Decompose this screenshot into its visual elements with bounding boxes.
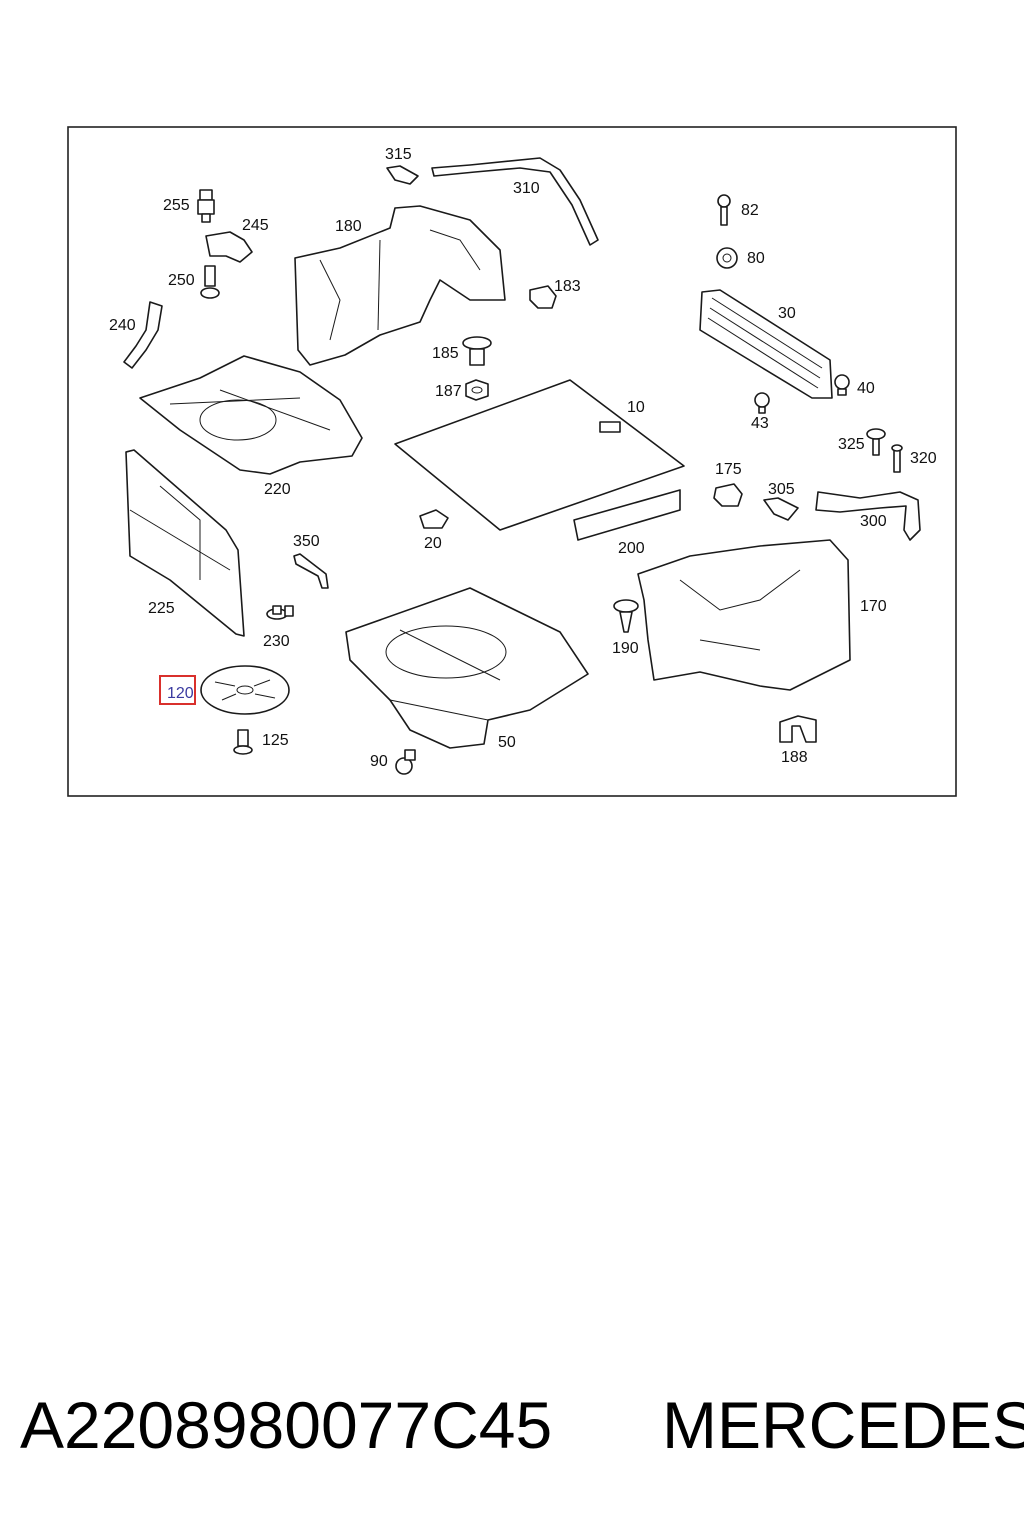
callout-187: 187 — [435, 383, 462, 400]
callout-10: 10 — [627, 399, 645, 416]
callout-200: 200 — [618, 540, 645, 557]
part-315-shape — [386, 165, 419, 185]
callout-240: 240 — [109, 317, 136, 334]
footer-caption: A2208980077C45 MERCEDES — [0, 1380, 1024, 1470]
part-80-shape — [716, 247, 738, 269]
callout-183: 183 — [554, 278, 581, 295]
callout-185: 185 — [432, 345, 459, 362]
callout-40: 40 — [857, 380, 875, 397]
part-230-shape — [266, 605, 294, 620]
part-310-shape — [431, 157, 599, 246]
callout-350: 350 — [293, 533, 320, 550]
callout-20: 20 — [424, 535, 442, 552]
callout-175: 175 — [715, 461, 742, 478]
callout-120: 120 — [167, 685, 194, 702]
part-350-shape — [293, 553, 329, 589]
part-225-shape — [125, 449, 245, 637]
part-120-shape — [200, 665, 290, 715]
callout-50: 50 — [498, 734, 516, 751]
part-43-shape — [754, 392, 770, 414]
callout-250: 250 — [168, 272, 195, 289]
part-240-shape — [123, 301, 163, 369]
part-187-shape — [465, 379, 489, 401]
part-30-shape — [699, 289, 833, 399]
part-250-shape — [200, 265, 220, 299]
callout-80: 80 — [747, 250, 765, 267]
part-125-shape — [233, 729, 253, 755]
part-40-shape — [834, 374, 850, 396]
diagram-frame — [67, 126, 957, 797]
callout-188: 188 — [781, 749, 808, 766]
callout-120-highlight — [159, 675, 196, 705]
callout-190: 190 — [612, 640, 639, 657]
part-220-shape — [139, 355, 363, 475]
part-10-shape — [394, 379, 685, 531]
part-300-shape — [815, 491, 921, 541]
part-170-shape — [637, 539, 851, 691]
callout-220: 220 — [264, 481, 291, 498]
callout-300: 300 — [860, 513, 887, 530]
callout-43: 43 — [751, 415, 769, 432]
callout-315: 315 — [385, 146, 412, 163]
part-245-shape — [205, 231, 253, 263]
callout-90: 90 — [370, 753, 388, 770]
callout-305: 305 — [768, 481, 795, 498]
callout-180: 180 — [335, 218, 362, 235]
part-20-shape — [419, 509, 449, 529]
callout-325: 325 — [838, 436, 865, 453]
brand-name: MERCEDES — [662, 1388, 1024, 1462]
callout-170: 170 — [860, 598, 887, 615]
part-number: A2208980077C45 — [20, 1388, 553, 1462]
part-188-shape — [779, 715, 817, 743]
part-185-shape — [462, 336, 492, 366]
callout-125: 125 — [262, 732, 289, 749]
part-175-shape — [713, 483, 743, 507]
part-50-shape — [345, 587, 589, 749]
callout-255: 255 — [163, 197, 190, 214]
part-183-shape — [529, 285, 557, 309]
part-82-shape — [717, 194, 731, 226]
callout-30: 30 — [778, 305, 796, 322]
part-305-shape — [763, 497, 799, 521]
part-325-shape — [866, 428, 886, 456]
part-255-shape — [197, 189, 215, 223]
part-200-shape — [573, 489, 681, 541]
callout-230: 230 — [263, 633, 290, 650]
part-90-shape — [395, 749, 416, 775]
part-180-shape — [294, 205, 506, 366]
callout-320: 320 — [910, 450, 937, 467]
callout-245: 245 — [242, 217, 269, 234]
part-320-shape — [891, 444, 903, 473]
callout-310: 310 — [513, 180, 540, 197]
part-190-shape — [613, 599, 639, 633]
callout-225: 225 — [148, 600, 175, 617]
callout-82: 82 — [741, 202, 759, 219]
